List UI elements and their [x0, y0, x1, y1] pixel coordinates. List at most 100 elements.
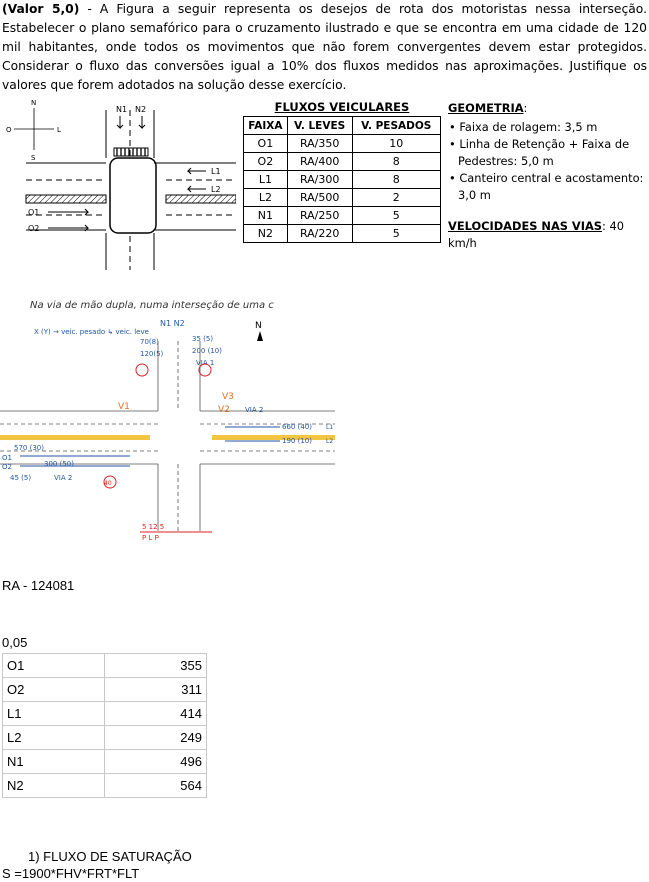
sketch-oflow3: 45 (5)	[10, 474, 31, 482]
result-value: 311	[104, 677, 207, 702]
flux-cell: 5	[351, 224, 442, 243]
handwritten-sketch: Na via de mão dupla, numa interseção de …	[0, 300, 335, 542]
sketch-n1n2: N1 N2	[160, 319, 185, 328]
sketch-v1: V1	[118, 402, 130, 412]
sketch-dim-letters: P L P	[142, 534, 159, 542]
result-value: 564	[104, 773, 207, 798]
problem-statement: (Valor 5,0) - A Figura a seguir represen…	[2, 0, 647, 95]
speed-sign-nw	[135, 363, 149, 377]
sketch-nflow3: 35 (5)	[192, 335, 213, 343]
sketch-oflow2: 300 (50)	[44, 460, 74, 468]
speed-sign-sw	[103, 475, 117, 489]
label-n1: N1	[116, 105, 127, 114]
sketch-median-west	[0, 435, 150, 440]
result-value: 414	[104, 701, 207, 726]
sketch-median-east	[212, 435, 335, 440]
sketch-nflow4: 200 (10)	[192, 347, 222, 355]
label-o1: O1	[28, 208, 39, 217]
sketch-speed: 40	[104, 480, 112, 487]
flux-header-leves: V. LEVES	[286, 116, 353, 135]
compass-o: O	[6, 126, 12, 134]
sketch-v3: V3	[222, 392, 234, 402]
geometry-block: GEOMETRIA: • Faixa de rolagem: 3,5 m • L…	[448, 100, 646, 252]
sketch-dims: 5 12 5	[142, 523, 164, 531]
flux-cell: O1	[243, 134, 288, 153]
velocity-label: VELOCIDADES NAS VIAS	[448, 219, 602, 233]
label-o2: O2	[28, 224, 39, 233]
result-key: L2	[2, 725, 105, 750]
flux-header-pesados: V. PESADOS	[351, 116, 442, 135]
north-crosswalk	[113, 147, 149, 157]
flux-cell: L1	[243, 170, 288, 189]
sketch-legend: X (Y) → veic. pesado ↳ veic. leve	[34, 328, 149, 336]
flux-cell: RA/400	[286, 152, 353, 171]
sketch-lflow2: 190 (10)	[282, 437, 312, 445]
result-value: 496	[104, 749, 207, 774]
result-key: N1	[2, 749, 105, 774]
flux-cell: RA/220	[286, 224, 353, 243]
result-value: 249	[104, 725, 207, 750]
flux-cell: N1	[243, 206, 288, 225]
compass-l: L	[57, 126, 61, 134]
flux-table-block: FLUXOS VEICULARES FAIXA V. LEVES V. PESA…	[243, 100, 442, 243]
sketch-o1: O1	[2, 454, 12, 462]
median-east	[165, 194, 236, 204]
coefficient-value: 0,05	[2, 635, 28, 650]
flux-cell: N2	[243, 224, 288, 243]
compass-n: N	[31, 100, 36, 107]
intersection-figure: N S O L N1 N2 L1 L2 O1 O2	[6, 100, 236, 270]
sketch-nflow2: 120(5)	[140, 350, 164, 358]
sketch-via2-left: VIA 2	[54, 474, 72, 482]
compass-rose: N S O L	[6, 100, 61, 162]
saturation-formula: S =1900*FHV*FRT*FLT	[2, 866, 140, 881]
flux-cell: 8	[351, 170, 442, 189]
flux-cell: RA/250	[286, 206, 353, 225]
flux-cell: 10	[351, 134, 442, 153]
result-key: O1	[2, 653, 105, 678]
sketch-header: Na via de mão dupla, numa interseção de …	[30, 300, 274, 311]
flux-header-faixa: FAIXA	[243, 116, 288, 135]
intersection-box	[109, 157, 157, 234]
sketch-north: N	[255, 321, 262, 331]
sketch-via1: VIA 1	[196, 359, 214, 367]
flux-cell: 8	[351, 152, 442, 171]
label-n2: N2	[135, 105, 146, 114]
flux-cell: O2	[243, 152, 288, 171]
flux-table-title: FLUXOS VEICULARES	[274, 100, 410, 114]
compass-s: S	[31, 154, 36, 162]
result-key: O2	[2, 677, 105, 702]
median-west	[25, 194, 107, 204]
problem-text: - A Figura a seguir representa os desejo…	[2, 2, 647, 92]
result-key: N2	[2, 773, 105, 798]
result-key: L1	[2, 701, 105, 726]
sketch-via2-right: VIA 2	[245, 406, 263, 414]
flux-cell: L2	[243, 188, 288, 207]
label-l1: L1	[211, 167, 221, 176]
sketch-oflow1: 570 (30)	[14, 444, 44, 452]
label-l2: L2	[211, 185, 221, 194]
sketch-o2: O2	[2, 463, 12, 471]
list-item: • Linha de Retenção + Faixa de Pedestres…	[449, 137, 630, 168]
flux-cell: 5	[351, 206, 442, 225]
flux-cell: RA/500	[286, 188, 353, 207]
flux-cell: RA/350	[286, 134, 353, 153]
list-item: • Faixa de rolagem: 3,5 m	[449, 120, 598, 134]
sketch-nflow1: 70(8)	[140, 338, 159, 346]
sketch-lflow1: 660 (40)	[282, 423, 312, 431]
ra-label: RA - 124081	[2, 578, 75, 593]
speed-sign-ne	[198, 363, 212, 377]
flux-cell: 2	[351, 188, 442, 207]
result-value: 355	[104, 653, 207, 678]
